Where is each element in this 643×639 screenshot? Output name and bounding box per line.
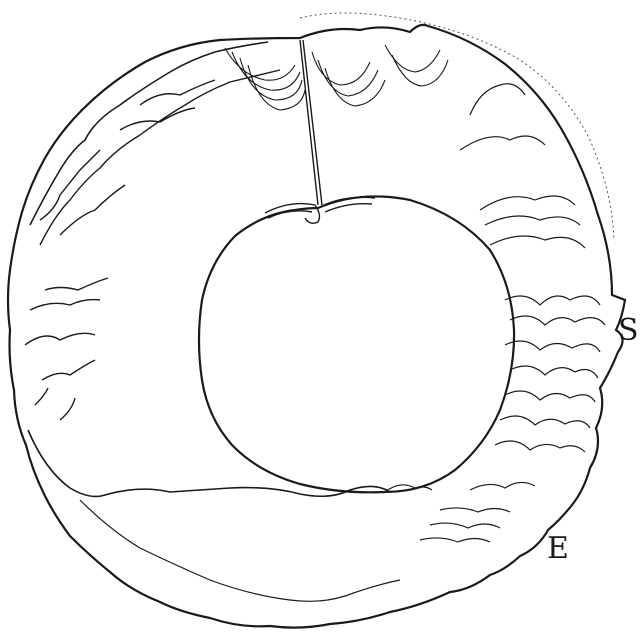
label-s: S — [618, 313, 639, 348]
top-arcs — [225, 45, 448, 110]
inner-frill-ring-2 — [40, 70, 280, 245]
left-frill-waves — [25, 80, 215, 420]
lower-margin — [28, 430, 390, 496]
label-e: E — [547, 531, 569, 566]
hinge-detail — [265, 40, 375, 223]
outer-boundary — [8, 25, 625, 628]
inner-frill-ring — [30, 42, 268, 225]
outer-dotted-rim — [300, 13, 614, 240]
central-cavity — [199, 196, 514, 492]
